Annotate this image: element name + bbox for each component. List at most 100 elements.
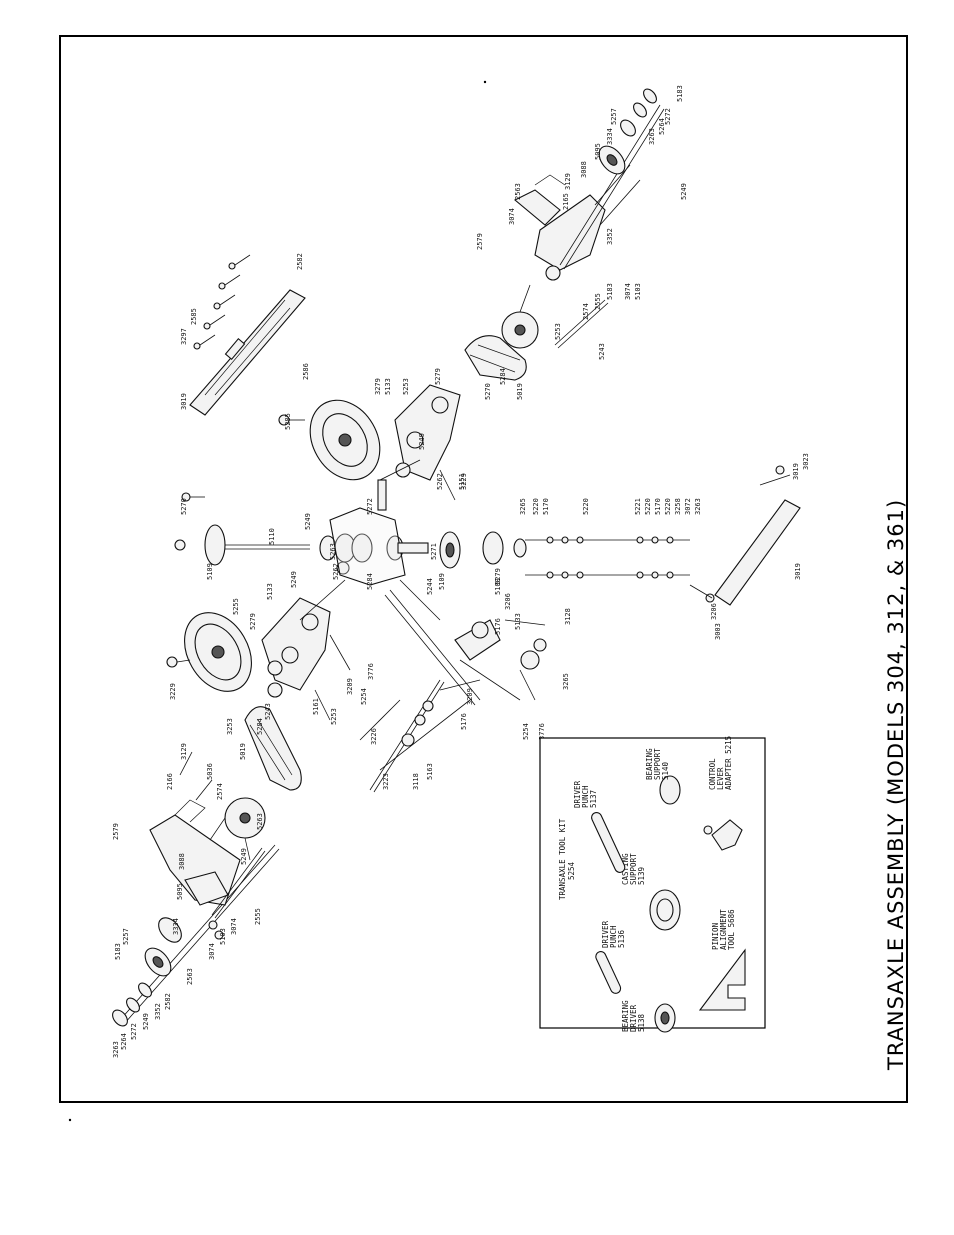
part-number-callout: 3253 <box>226 718 234 735</box>
part-number-callout: 3128 <box>564 608 572 625</box>
part-number-callout: 5151 <box>458 473 466 490</box>
part-number-callout: 5183 <box>606 283 614 300</box>
part-number-callout: 5263 <box>256 813 264 830</box>
shift-rods <box>525 465 801 606</box>
part-number-callout: 5272 <box>130 1023 138 1040</box>
part-number-callout: 5163 <box>426 763 434 780</box>
left-chain <box>244 706 302 791</box>
part-number-callout: 3258 <box>674 498 682 515</box>
part-number-callout: 5133 <box>266 583 274 600</box>
top-mounting-plate <box>189 254 306 416</box>
part-number-callout: 5253 <box>330 708 338 725</box>
part-number-callout: 2586 <box>302 363 310 380</box>
part-number-callout: 5255 <box>232 598 240 615</box>
part-number-callout: 5161 <box>312 698 320 715</box>
part-number-callout: 3776 <box>367 663 375 680</box>
part-number-callout: 5254 <box>360 688 368 705</box>
part-number-callout: 5249 <box>418 433 426 450</box>
part-number-callout: 5264 <box>120 1033 128 1050</box>
tool-label: DRIVER <box>629 1004 638 1032</box>
part-number-callout: 5284 <box>366 573 374 590</box>
part-number-callout: 3223 <box>382 773 390 790</box>
tool-label: 5138 <box>637 1013 646 1032</box>
part-number-callout: 5095 <box>594 143 602 160</box>
part-number-callout: 5176 <box>460 713 468 730</box>
part-number-callout: 2582 <box>296 253 304 270</box>
part-number-callout: 5262 <box>436 473 444 490</box>
diagram-title: TRANSAXLE ASSEMBLY (MODELS 304, 312, & 3… <box>884 499 908 1071</box>
part-number-callout: 2585 <box>190 308 198 325</box>
part-number-callout: 5220 <box>664 498 672 515</box>
part-number-callout: 5019 <box>516 383 524 400</box>
part-number-callout: 3334 <box>606 128 614 145</box>
part-number-callout: 5220 <box>532 498 540 515</box>
part-number-callout: 5254 <box>522 723 530 740</box>
tool-label: 5136 <box>617 929 626 948</box>
part-number-callout: 3206 <box>710 603 718 620</box>
part-number-callout: 2574 <box>216 783 224 800</box>
part-number-callout: 3074 <box>230 918 238 935</box>
part-number-callout: 3226 <box>370 728 378 745</box>
tool-label: PINION <box>711 923 720 950</box>
part-number-callout: 3209 <box>346 678 354 695</box>
part-number-callout: 2166 <box>166 773 174 790</box>
part-number-callout: 5249 <box>240 848 248 865</box>
scan-mark <box>483 80 487 84</box>
tool-label: SUPPORT <box>629 853 638 885</box>
tool-label: LEVER <box>716 767 725 790</box>
right-axle-group <box>514 88 665 281</box>
part-number-callout: 5176 <box>494 618 502 635</box>
tool-label: CONTROL <box>708 758 717 790</box>
part-number-callout: 5220 <box>644 498 652 515</box>
part-number-callout: 5221 <box>634 498 642 515</box>
page-border <box>59 35 908 1103</box>
tool-label: ALIGNMENT <box>719 909 728 950</box>
part-number-callout: 5253 <box>402 378 410 395</box>
part-number-callout: 2574 <box>582 303 590 320</box>
tool-label: SUPPORT <box>653 748 662 780</box>
part-number-callout: 5244 <box>426 578 434 595</box>
tool-kit-heading: TRANSAXLE TOOL KIT <box>558 818 567 900</box>
tool-kit-inset: TRANSAXLE TOOL KIT 5254 BEARING DRIVER 5… <box>539 736 766 1033</box>
part-number-callout: 5279 <box>434 368 442 385</box>
part-number-callout: 3072 <box>684 498 692 515</box>
driver-punch-long-drawing <box>591 811 626 873</box>
part-number-callout: 5109 <box>206 563 214 580</box>
part-number-callout: 5249 <box>142 1013 150 1030</box>
part-number-callout: 3019 <box>180 393 188 410</box>
part-number-callout: 3074 <box>208 943 216 960</box>
tool-label: 5140 <box>661 761 670 780</box>
part-number-callout: 3129 <box>180 743 188 760</box>
part-number-callout: 3023 <box>802 453 810 470</box>
part-number-callout: 2579 <box>112 823 120 840</box>
part-number-callout: 3263 <box>112 1041 120 1058</box>
part-number-callout: 5262 <box>332 563 340 580</box>
tool-label: DRIVER <box>601 920 610 948</box>
tool-label: PUNCH <box>609 925 618 948</box>
part-number-callout: 5220 <box>582 498 590 515</box>
part-number-callout: 5170 <box>654 498 662 515</box>
part-number-callout: 3265 <box>562 673 570 690</box>
center-input-shaft <box>174 492 527 586</box>
part-number-callout: 5257 <box>122 928 130 945</box>
part-number-callout: 3074 <box>508 208 516 225</box>
part-number-callout: 2563 <box>514 183 522 200</box>
part-number-callout: 5110 <box>268 528 276 545</box>
driver-punch-drawing <box>595 951 622 994</box>
bearing-support-drawing <box>659 775 681 805</box>
part-number-callout: 5279 <box>494 568 502 585</box>
part-number-callout: 3263 <box>648 128 656 145</box>
tool-label: 5139 <box>637 867 646 885</box>
part-number-callout: 3209 <box>466 688 474 705</box>
part-number-callout: 5279 <box>249 613 257 630</box>
tool-kit-number: 5254 <box>567 861 576 880</box>
part-number-callout: 3074 <box>624 283 632 300</box>
part-number-callout: 5264 <box>658 118 666 135</box>
tool-label: BEARING <box>645 748 654 780</box>
part-number-callout: 5270 <box>180 498 188 515</box>
center-linkage <box>384 579 547 706</box>
part-number-callout: 5133 <box>384 378 392 395</box>
part-number-callout: 3003 <box>714 623 722 640</box>
right-pulley <box>278 399 381 481</box>
